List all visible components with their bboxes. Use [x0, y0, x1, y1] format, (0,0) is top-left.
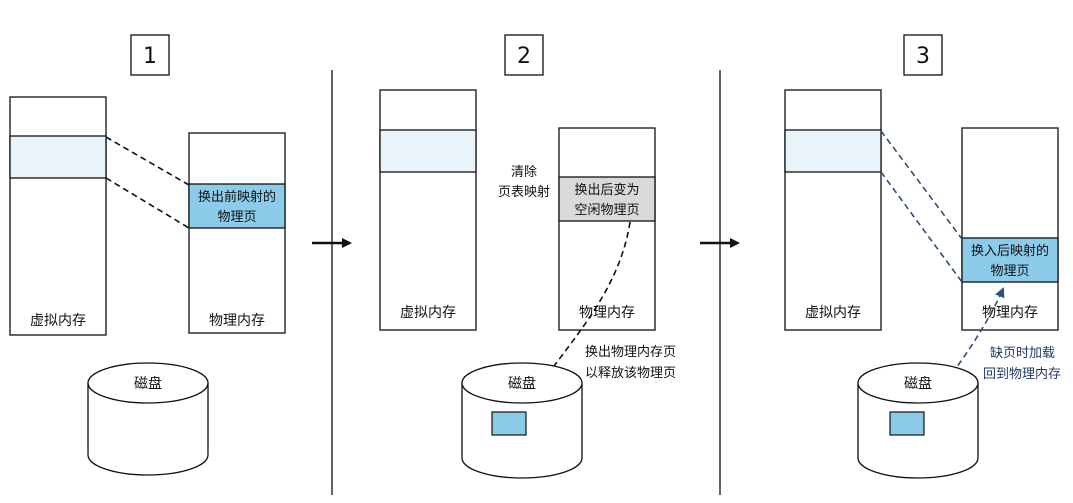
swap-out-note-line1: 换出物理内存页 — [585, 344, 676, 360]
virtual-page — [784, 129, 882, 173]
step-number-box — [504, 34, 544, 76]
virtual-memory-label: 虚拟内存 — [400, 305, 456, 321]
disk — [461, 362, 583, 479]
panel-3: 3 虚拟内存 换入后映射的 物理页 物理内存 缺页时加载 回到物理内存 磁盘 — [784, 34, 1061, 479]
virtual-memory — [784, 89, 882, 331]
virtual-memory — [379, 89, 477, 331]
physical-memory-label: 物理内存 — [982, 305, 1038, 321]
mapped-page-label-line1: 换入后映射的 — [971, 243, 1049, 259]
panel-1: 1 虚拟内存 换出前映射的 物理页 物理内存 磁盘 — [9, 34, 286, 476]
virtual-memory — [9, 96, 107, 336]
step-number-box — [130, 34, 170, 76]
mapping-line-top — [105, 136, 190, 186]
disk-label: 磁盘 — [904, 375, 932, 392]
mapped-page-label-line1: 换出前映射的 — [198, 189, 276, 205]
mapping-line-top — [880, 130, 963, 240]
disk-label: 磁盘 — [134, 375, 162, 392]
free-physical-page — [558, 176, 656, 222]
mapped-page-label-line2: 物理页 — [990, 264, 1029, 279]
disk — [87, 362, 209, 476]
disk-label: 磁盘 — [508, 375, 536, 392]
virtual-memory-label: 虚拟内存 — [805, 305, 861, 321]
panel-2: 2 虚拟内存 清除 页表映射 换出后变为 空闲物理页 物理内存 换出物理内存页 … — [379, 34, 676, 479]
physical-memory — [961, 127, 1059, 331]
step-number: 1 — [143, 44, 157, 69]
mapping-line-bottom — [105, 177, 190, 229]
step-number: 3 — [916, 44, 930, 69]
free-page-label-line1: 换出后变为 — [574, 182, 639, 198]
clear-mapping-note-line1: 清除 — [511, 165, 537, 180]
clear-mapping-note-line2: 页表映射 — [498, 184, 550, 200]
step-number: 2 — [517, 44, 531, 69]
physical-memory-label: 物理内存 — [209, 313, 265, 329]
step-number-box — [903, 34, 943, 76]
disk-page-block — [889, 411, 925, 436]
swap-out-note-line2: 以释放该物理页 — [585, 366, 676, 381]
virtual-page — [9, 135, 107, 179]
free-page-label-line2: 空闲物理页 — [574, 203, 639, 218]
physical-memory — [188, 132, 286, 334]
virtual-memory-label: 虚拟内存 — [30, 313, 86, 329]
physical-memory-label: 物理内存 — [579, 305, 635, 321]
physical-memory — [558, 127, 656, 331]
mapped-physical-page — [961, 237, 1059, 283]
mapped-page-label-line2: 物理页 — [217, 210, 256, 225]
load-note-line2: 回到物理内存 — [983, 366, 1061, 382]
swapped-page-block — [491, 411, 527, 436]
mapping-line-bottom — [880, 171, 963, 283]
load-note-line1: 缺页时加载 — [990, 346, 1055, 361]
virtual-page — [379, 129, 477, 173]
mapped-physical-page — [188, 183, 286, 229]
